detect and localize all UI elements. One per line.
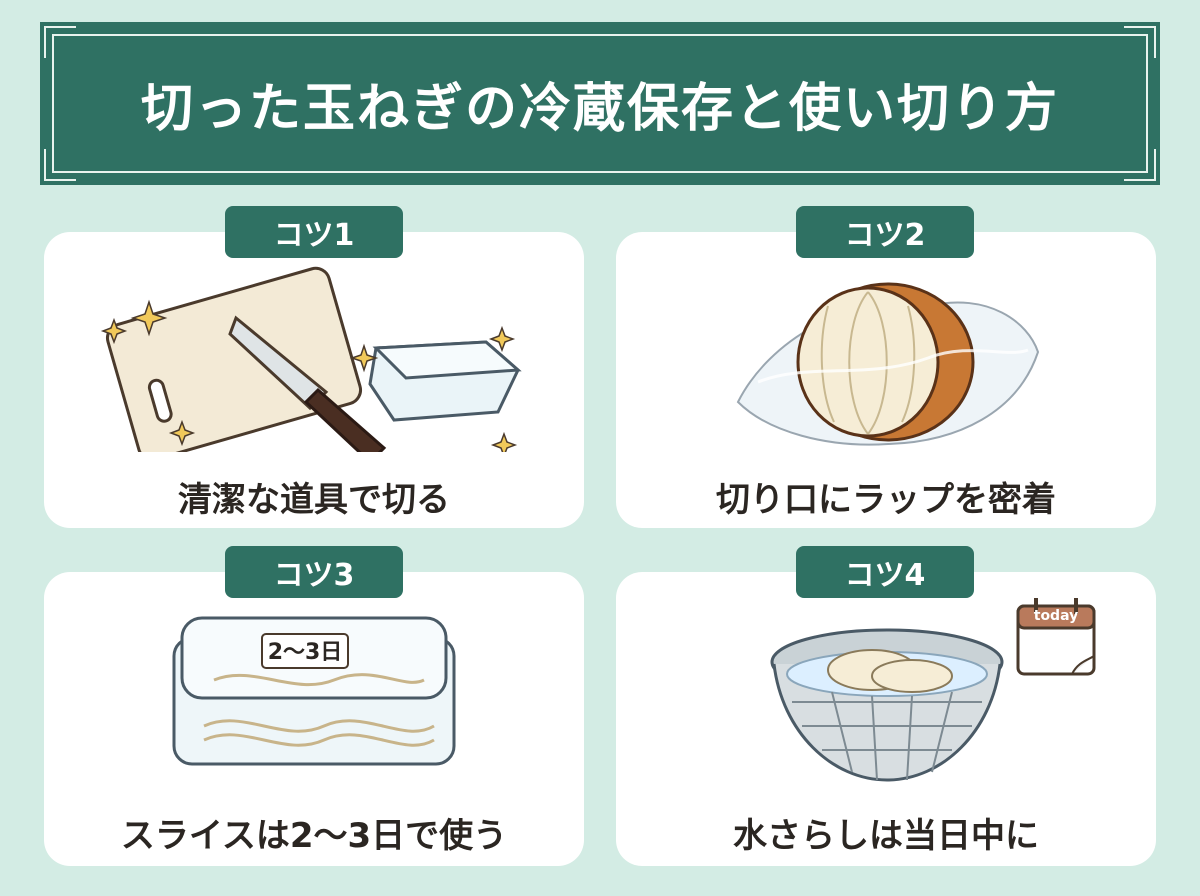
banner-frame	[52, 34, 1148, 173]
tip-card-4: today 水さらしは当日中に	[616, 572, 1156, 866]
banner-corner-ornament	[1124, 149, 1156, 181]
page-title: 切った玉ねぎの冷蔵保存と使い切り方	[140, 79, 1059, 139]
colander-bowl-icon	[770, 628, 1004, 782]
tip-caption-1: 清潔な道具で切る	[178, 480, 450, 520]
tip-caption-2: 切り口にラップを密着	[716, 480, 1056, 520]
banner-corner-ornament	[44, 26, 76, 58]
banner-corner-ornament	[1124, 26, 1156, 58]
clean-tools-illustration	[100, 266, 522, 452]
calendar-icon	[1016, 598, 1096, 676]
tip-tag-2: コツ2	[796, 206, 974, 258]
sliced-onion-container-icon	[172, 616, 456, 766]
tip-tag-4: コツ4	[796, 546, 974, 598]
tip-card-2: 切り口にラップを密着	[616, 232, 1156, 528]
tip-caption-4: 水さらしは当日中に	[733, 816, 1039, 856]
tip-card-1: 清潔な道具で切る	[44, 232, 584, 528]
cutting-board-icon	[105, 266, 363, 452]
calendar-label: today	[1033, 608, 1079, 624]
container-icon	[368, 340, 522, 422]
sparkle-icon	[100, 299, 518, 452]
banner-corner-ornament	[44, 149, 76, 181]
wrapped-onion-icon	[736, 282, 1040, 446]
knife-icon	[228, 315, 387, 452]
wrapped-onion-illustration	[736, 282, 1040, 446]
colander-illustration	[770, 628, 1004, 782]
sliced-onion-container-illustration	[172, 616, 456, 766]
tip-tag-3: コツ3	[225, 546, 403, 598]
tip-card-3: 2〜3日 スライスは2〜3日で使う	[44, 572, 584, 866]
date-label: 2〜3日	[267, 640, 343, 665]
title-banner: 切った玉ねぎの冷蔵保存と使い切り方	[40, 22, 1160, 185]
tip-caption-3: スライスは2〜3日で使う	[120, 816, 508, 856]
tip-tag-1: コツ1	[225, 206, 403, 258]
